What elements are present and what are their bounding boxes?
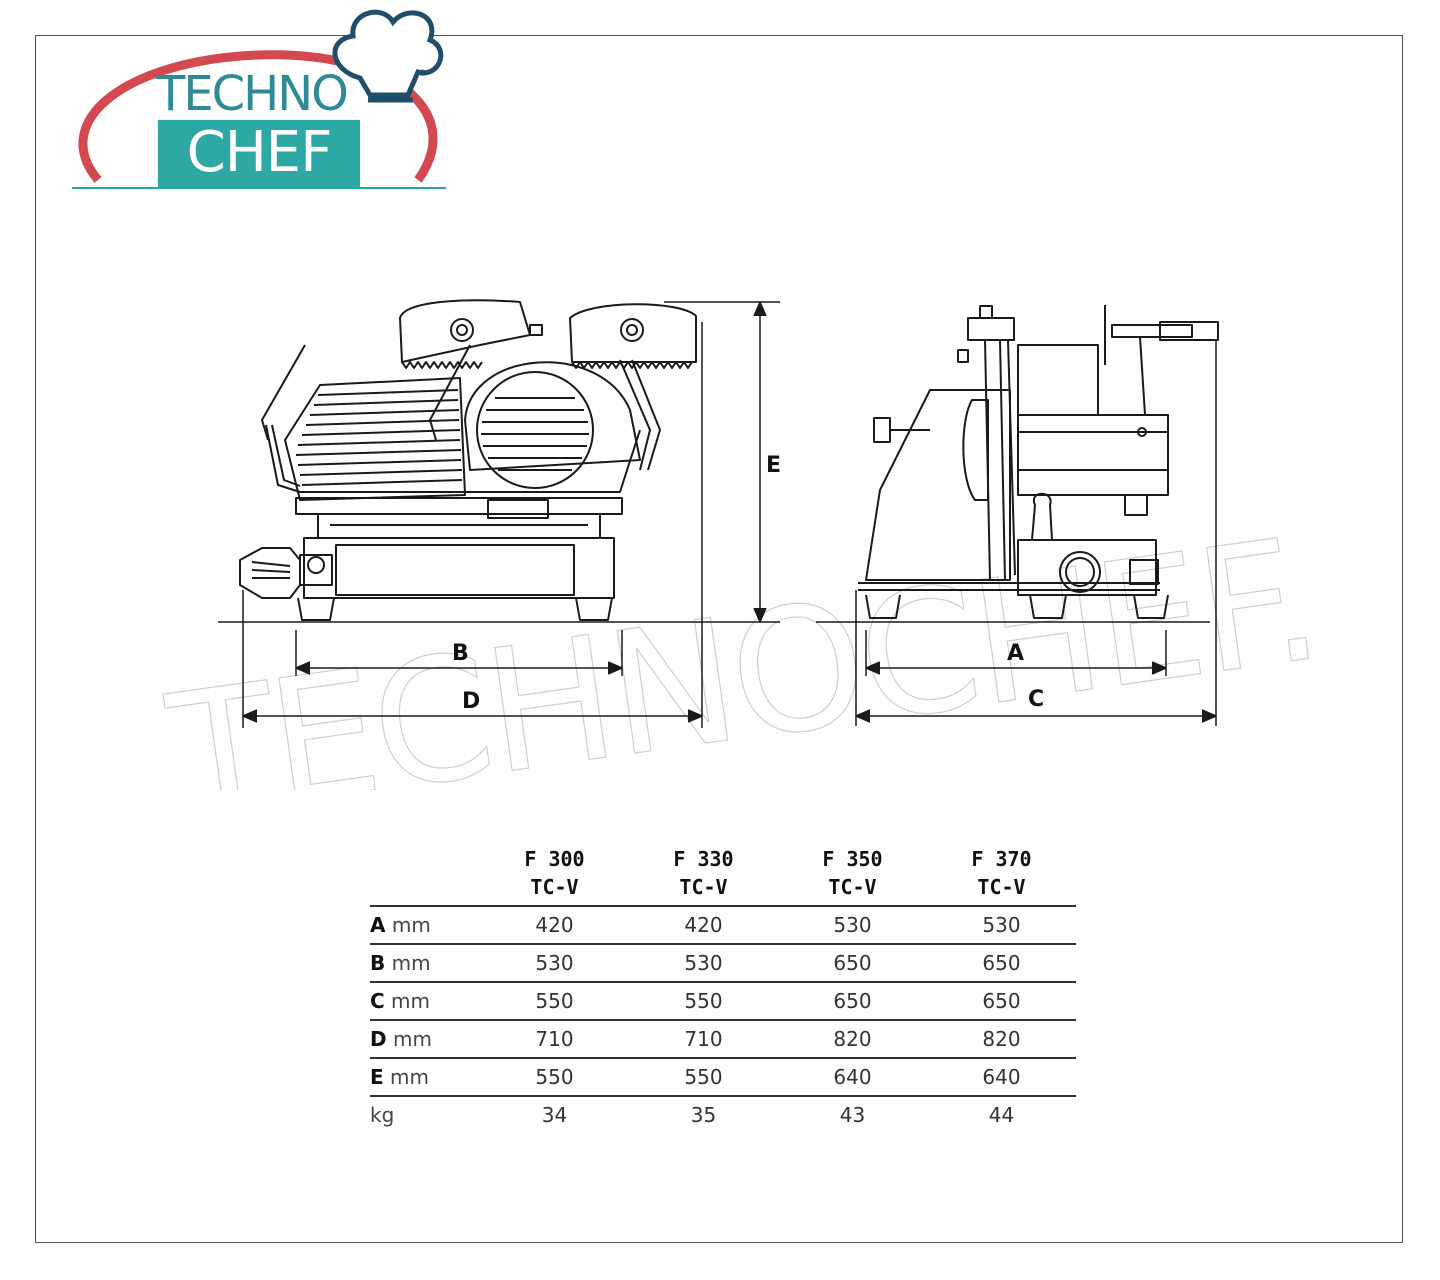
row-key: D [370,1027,387,1051]
table-cell: 640 [927,1057,1076,1096]
table-cell: 34 [480,1095,629,1133]
model-name: F 370 [971,847,1032,871]
table-cell: 820 [778,1019,927,1058]
row-label: D mm [370,1019,480,1058]
row-unit: mm [391,951,431,975]
model-variant: TC-V [828,875,877,899]
model-variant: TC-V [530,875,579,899]
table-cell: 530 [629,943,778,982]
table-row: B mm 530 530 650 650 [370,943,1076,982]
table-cell: 550 [629,981,778,1020]
model-name: F 330 [673,847,734,871]
table-cell: 43 [778,1095,927,1133]
table-cell: 550 [480,981,629,1020]
table-cell: 420 [535,913,574,937]
logo-text-techno: TECHNO [156,66,349,122]
table-cell: 550 [480,1057,629,1096]
table-row: kg 34 35 43 44 [370,1095,1076,1133]
chef-hat-icon [332,9,444,103]
logo-chef-box: CHEF [158,120,360,187]
model-variant: TC-V [977,875,1026,899]
model-variant: TC-V [679,875,728,899]
table-row: A mm 420 420 530 530 [370,906,1076,944]
row-label: A mm [370,906,480,944]
watermark: TECHNOCHEF.IT [157,479,1310,790]
specs-header-empty [370,843,480,907]
row-label: B mm [370,943,480,982]
techno-chef-logo: ® TECHNO CHEF [68,0,458,200]
row-key: A [370,913,386,937]
dimension-label-b: B [452,641,469,666]
page-frame [35,35,1403,1243]
dimension-label-a: A [1007,641,1024,666]
row-label: C mm [370,981,480,1020]
row-unit: mm [390,1065,429,1089]
table-row: D mm 710 710 820 820 [370,1019,1076,1058]
row-unit: kg [370,1103,395,1127]
row-label: E mm [370,1057,480,1096]
table-cell: 550 [629,1057,778,1096]
dimension-label-d: D [462,689,480,714]
row-key: C [370,989,385,1013]
table-cell: 530 [982,913,1021,937]
table-cell: 710 [480,1019,629,1058]
row-unit: mm [391,989,431,1013]
model-name: F 350 [822,847,883,871]
model-name: F 300 [524,847,585,871]
row-unit: mm [392,1027,432,1051]
row-key: E [370,1065,384,1089]
row-label: kg [370,1095,480,1133]
table-cell: 530 [480,943,629,982]
table-cell: 650 [778,943,927,982]
table-row: C mm 550 550 650 650 [370,981,1076,1020]
dimension-lines [242,301,1217,728]
table-cell: 640 [778,1057,927,1096]
logo-graphic: ® [72,9,446,189]
table-cell: 650 [927,943,1076,982]
table-cell: 650 [927,981,1076,1020]
table-cell: 650 [778,981,927,1020]
table-row: E mm 550 550 640 640 [370,1057,1076,1096]
logo-text-chef: CHEF [186,120,333,185]
table-cell: 35 [629,1095,778,1133]
dimension-label-c: C [1028,687,1044,712]
registered-mark: ® [418,69,427,79]
table-cell: 710 [629,1019,778,1058]
table-cell: 420 [684,913,723,937]
row-unit: mm [391,913,431,937]
table-cell: 44 [927,1095,1076,1133]
table-cell: 530 [833,913,872,937]
table-cell: 820 [927,1019,1076,1058]
technical-drawing: E B D A C [218,299,1219,728]
dimension-label-e: E [766,453,781,478]
front-view [218,299,780,623]
side-view [816,305,1219,623]
row-key: B [370,951,386,975]
